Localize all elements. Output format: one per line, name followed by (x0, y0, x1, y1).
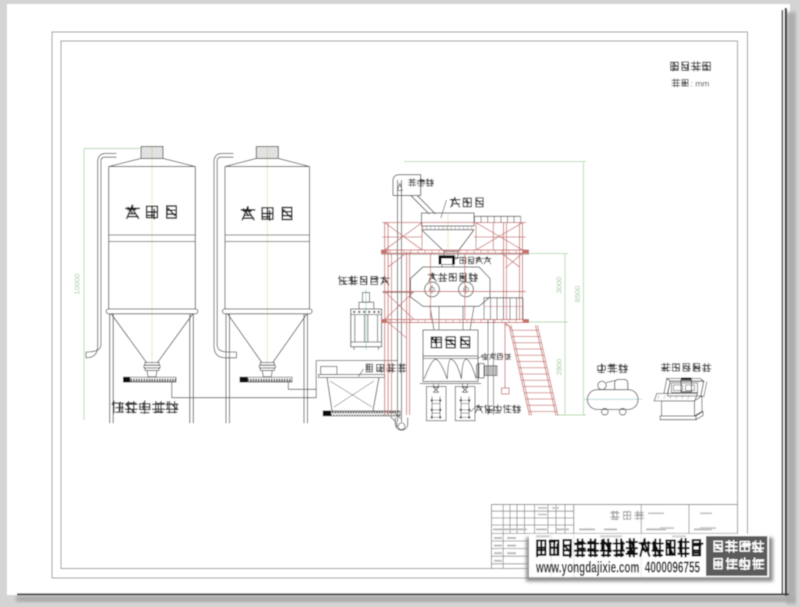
svg-text:3000: 3000 (555, 277, 564, 294)
svg-text:10000: 10000 (73, 274, 82, 295)
svg-text:8500: 8500 (573, 286, 582, 303)
svg-text:2800: 2800 (555, 359, 564, 376)
svg-text:: mm: : mm (691, 79, 710, 89)
svg-text:www.yongdajixie.com 400009675: www.yongdajixie.com 4000096755 (535, 559, 700, 576)
